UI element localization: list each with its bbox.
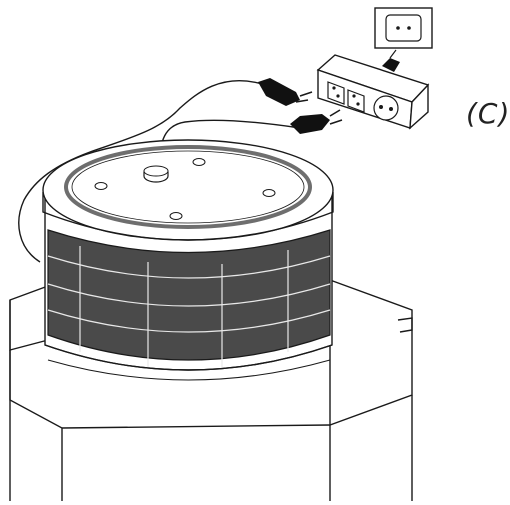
- pedestal: [9, 278, 413, 501]
- cord-grommet: [143, 165, 169, 183]
- power-strip-icon: [316, 49, 430, 130]
- screw-hole: [262, 189, 276, 197]
- screw-hole: [192, 158, 206, 166]
- plug-icon: [258, 78, 313, 106]
- plug-icon: [290, 109, 343, 134]
- screw-hole: [94, 182, 108, 190]
- filter-grid: [47, 246, 331, 368]
- wall-socket-icon: [374, 7, 433, 49]
- filter-lid: [42, 139, 334, 241]
- panel-label: (C): [466, 97, 510, 130]
- filter-cylinder: [44, 194, 333, 381]
- screw-hole: [169, 212, 183, 220]
